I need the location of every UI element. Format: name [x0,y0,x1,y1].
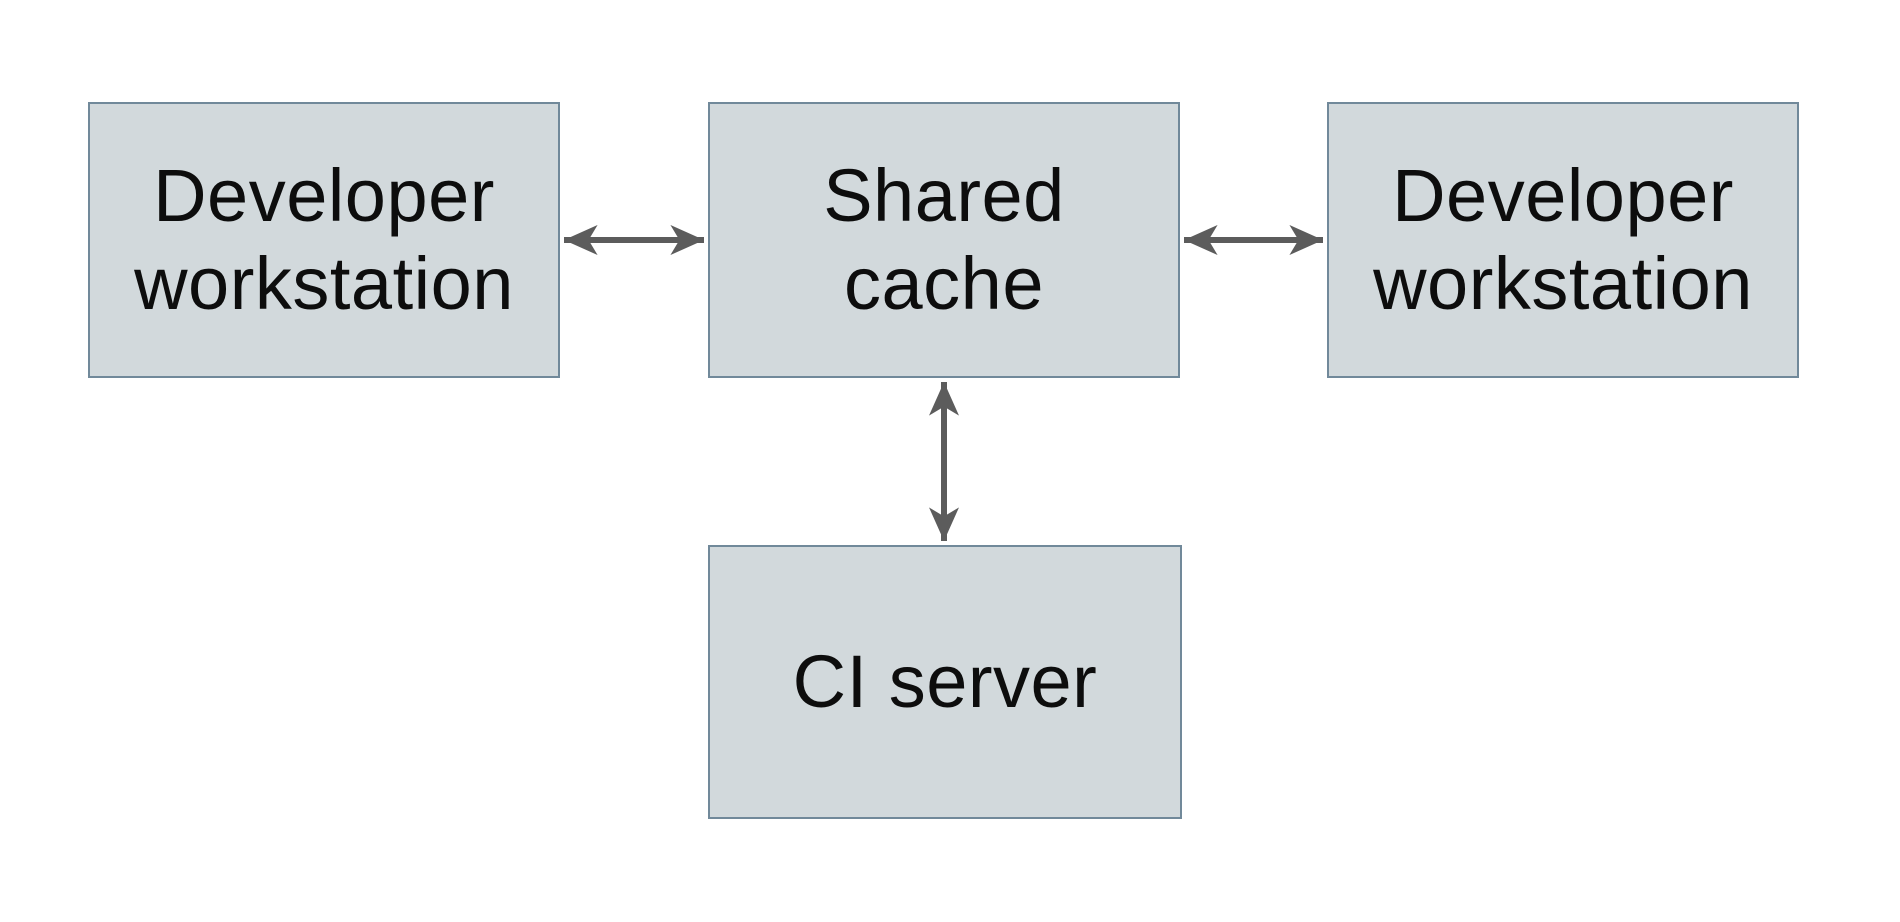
node-developer-workstation-right: Developer workstation [1327,102,1799,378]
node-label: Developer [153,154,495,237]
node-label: CI server [792,640,1098,723]
node-developer-workstation-left: Developer workstation [88,102,560,378]
node-label: Shared [823,154,1065,237]
node-label: workstation [134,242,514,325]
node-label: cache [844,242,1044,325]
node-shared-cache: Shared cache [708,102,1180,378]
node-ci-server: CI server [708,545,1182,819]
node-label: workstation [1373,242,1753,325]
node-label: Developer [1392,154,1734,237]
